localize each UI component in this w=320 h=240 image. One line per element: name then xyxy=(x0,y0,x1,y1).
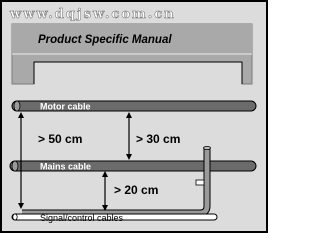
mains-cable-body xyxy=(9,160,257,172)
arrow-down-icon xyxy=(18,203,24,209)
mains-cable-end xyxy=(11,160,19,172)
cabinet-outline xyxy=(33,61,243,84)
manual-title: Product Specific Manual xyxy=(38,34,172,46)
mains-cable-label: Mains cable xyxy=(40,162,91,172)
arrow-up-icon xyxy=(126,112,132,118)
cable-clip xyxy=(195,179,205,186)
signal-cable-body xyxy=(11,213,218,221)
watermark-text: www.dqjsw.com.cn xyxy=(9,7,176,22)
bent-cable-end xyxy=(203,145,211,150)
manual-panel: Product Specific Manual xyxy=(11,23,253,85)
motor-cable: Motor cable xyxy=(11,100,257,112)
arrow-up-icon xyxy=(102,171,108,177)
arrow-down-icon xyxy=(102,205,108,211)
distance-motor-signal: > 50 cm xyxy=(18,112,82,209)
distance-label: > 50 cm xyxy=(38,132,82,146)
motor-cable-end xyxy=(13,100,21,112)
bent-cable-body xyxy=(22,148,210,216)
motor-cable-label: Motor cable xyxy=(40,102,91,112)
distance-label: > 30 cm xyxy=(136,132,180,146)
signal-cable: Signal/control cables xyxy=(11,213,218,223)
arrow-up-icon xyxy=(18,112,24,118)
arrow-down-icon xyxy=(126,154,132,160)
cabinet-header xyxy=(12,24,252,54)
distance-label: > 20 cm xyxy=(114,183,158,197)
motor-cable-body xyxy=(11,100,257,112)
diagram-frame: www.dqjsw.com.cn Product Specific Manual… xyxy=(0,0,268,233)
cable-separation-diagram: www.dqjsw.com.cn Product Specific Manual… xyxy=(9,7,257,223)
bent-cable xyxy=(22,145,211,217)
signal-cable-label: Signal/control cables xyxy=(40,213,124,223)
distance-mains-signal: > 20 cm xyxy=(102,171,158,211)
mains-cable: Mains cable xyxy=(9,160,257,172)
signal-cable-end xyxy=(12,213,18,221)
bent-cable-outline xyxy=(22,148,211,217)
distance-motor-mains: > 30 cm xyxy=(126,112,180,160)
